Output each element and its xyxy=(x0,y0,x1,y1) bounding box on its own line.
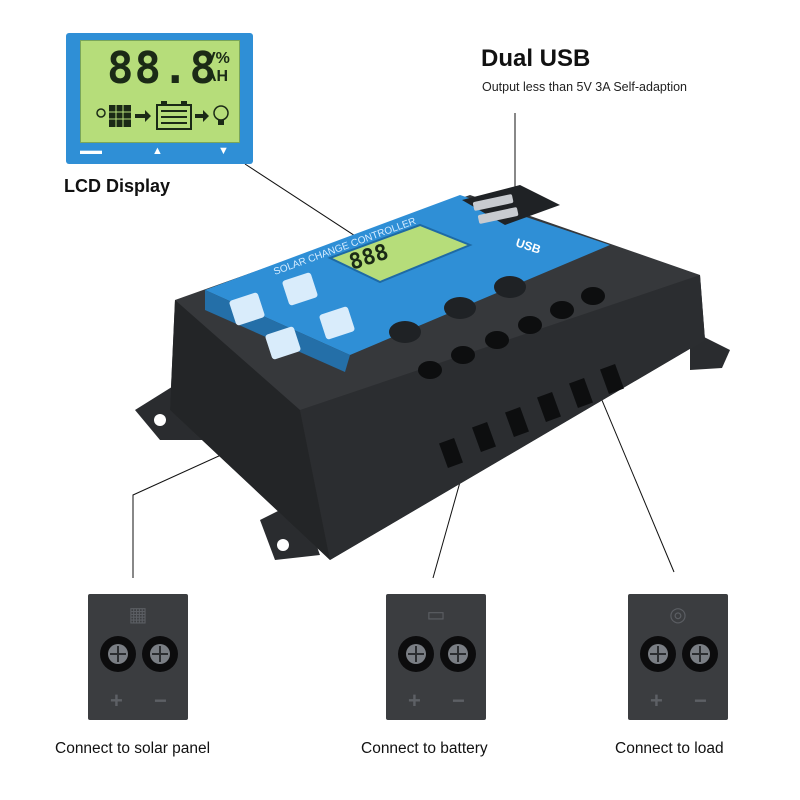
sun-icon xyxy=(96,108,106,118)
menu-icon: ▬▬ xyxy=(80,145,102,157)
dual-usb-subtitle: Output less than 5V 3A Self-adaption xyxy=(482,80,687,94)
terminal-battery: ▭ + − xyxy=(386,594,486,720)
negative-mark: − xyxy=(452,688,465,713)
solar-panel-icon: ▦ xyxy=(128,604,148,626)
caption-battery: Connect to battery xyxy=(361,740,488,757)
screw-terminal-positive xyxy=(640,636,676,672)
positive-mark: + xyxy=(408,688,421,713)
arrow-right-icon xyxy=(195,110,209,122)
terminal-load: ◎ + − xyxy=(628,594,728,720)
bulb-icon: ◎ xyxy=(669,604,687,626)
down-arrow-icon: ▼ xyxy=(218,145,229,157)
solar-panel-icon xyxy=(109,105,131,127)
lcd-unit-top: V% xyxy=(205,50,230,67)
screw-terminal-positive xyxy=(100,636,136,672)
arrow-right-icon xyxy=(135,110,151,122)
negative-mark: − xyxy=(154,688,167,713)
lcd-status-icons xyxy=(96,101,229,130)
lcd-screen: 88.8 V% AH xyxy=(80,40,240,143)
lcd-button-row: ▬▬ ▲ ▼ xyxy=(66,145,253,161)
screw-terminal-negative xyxy=(142,636,178,672)
screw-terminal-positive xyxy=(398,636,434,672)
caption-solar-panel: Connect to solar panel xyxy=(55,740,211,757)
up-arrow-icon: ▲ xyxy=(152,145,163,157)
battery-icon: ▭ xyxy=(426,604,446,626)
screw-terminal-negative xyxy=(682,636,718,672)
terminal-solar-panel: ▦ + − xyxy=(88,594,188,720)
caption-load: Connect to load xyxy=(615,740,724,757)
positive-mark: + xyxy=(110,688,123,713)
lcd-display-label: LCD Display xyxy=(64,176,171,196)
dual-usb-title: Dual USB xyxy=(481,45,591,72)
lcd-callout: 88.8 V% AH ▬▬ ▲ ▼ xyxy=(66,33,253,164)
negative-mark: − xyxy=(694,688,707,713)
screw-terminal-negative xyxy=(440,636,476,672)
battery-icon xyxy=(156,101,192,130)
positive-mark: + xyxy=(650,688,663,713)
lcd-digits: 88.8 xyxy=(107,43,217,94)
bulb-icon xyxy=(213,105,229,125)
lcd-unit-bottom: AH xyxy=(205,68,229,85)
